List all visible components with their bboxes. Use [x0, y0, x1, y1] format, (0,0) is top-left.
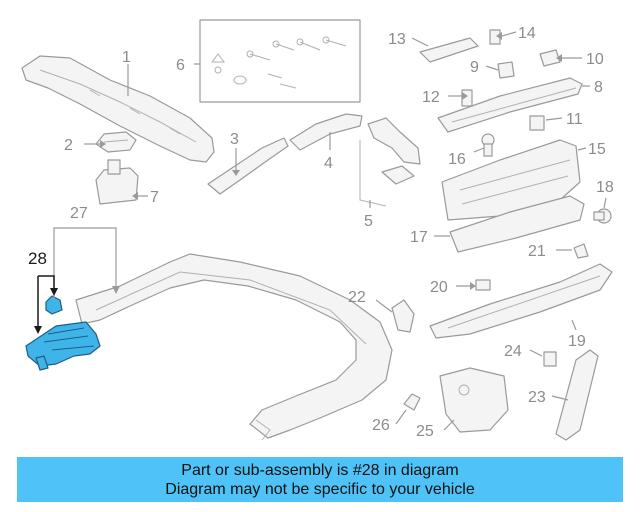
- callout-24: 24: [504, 343, 522, 360]
- callout-7: 7: [150, 189, 159, 206]
- part-8-rear-bar: [437, 77, 583, 133]
- callout-21: 21: [528, 243, 546, 260]
- part-7-mount-block: [95, 159, 139, 205]
- callout-3: 3: [230, 131, 239, 148]
- callout-4: 4: [324, 155, 333, 172]
- callout-8: 8: [594, 79, 603, 96]
- banner-line-disclaimer: Diagram may not be specific to your vehi…: [165, 480, 475, 498]
- part-11-clip: [529, 115, 545, 131]
- part-6-fastener-kit: [199, 19, 361, 103]
- part-13-trim-piece: [419, 37, 479, 63]
- part-16-bolt: [481, 133, 495, 157]
- part-27-top-frame: [75, 253, 393, 441]
- callout-16: 16: [448, 151, 466, 168]
- part-28-latch-bracket-highlighted: [25, 295, 101, 371]
- part-17-lower-panel: [449, 195, 585, 253]
- callout-26: 26: [372, 417, 390, 434]
- callout-20: 20: [430, 279, 448, 296]
- part-19-side-rail: [429, 263, 613, 339]
- callout-18: 18: [596, 179, 614, 196]
- banner-line-part-number: Part or sub-assembly is #28 in diagram: [181, 461, 459, 479]
- callout-25: 25: [416, 423, 434, 440]
- callout-27: 27: [70, 205, 88, 222]
- part-18-bolt: [593, 208, 612, 224]
- leader-lines: [53, 31, 607, 431]
- part-22-bracket: [391, 299, 415, 333]
- callout-10: 10: [586, 51, 604, 68]
- callout-17: 17: [410, 229, 428, 246]
- callout-13: 13: [388, 31, 406, 48]
- part-4-rail: [289, 113, 363, 151]
- callout-labels: 1 2 3 4 5 6 7 8 9 10 11 12 13 14 15 16 1…: [28, 25, 614, 440]
- callout-12: 12: [422, 89, 440, 106]
- part-25-panel: [439, 367, 509, 433]
- callout-23: 23: [528, 389, 546, 406]
- callout-15: 15: [588, 141, 606, 158]
- callout-11: 11: [566, 111, 583, 128]
- part-5-hinge-arm: [359, 117, 421, 207]
- part-20-bolt: [475, 279, 491, 291]
- callout-6: 6: [176, 57, 185, 74]
- part-23-side-strip: [555, 349, 599, 441]
- part-10-clip: [539, 49, 561, 67]
- part-9-clip: [497, 61, 515, 79]
- callout-14: 14: [518, 25, 536, 42]
- part-info-banner: Part or sub-assembly is #28 in diagram D…: [17, 457, 623, 502]
- part-21-bolt: [573, 243, 589, 259]
- callout-1: 1: [122, 49, 131, 66]
- callout-2: 2: [64, 137, 73, 154]
- part-28-leader-lines: [34, 275, 58, 334]
- callout-28-highlighted: 28: [28, 249, 47, 268]
- part-26-bolt: [403, 393, 421, 411]
- callout-9: 9: [470, 59, 479, 76]
- part-3-pillar-trim: [207, 137, 289, 195]
- part-1-header-bow: [21, 55, 215, 163]
- exploded-parts-diagram: 1 2 3 4 5 6 7 8 9 10 11 12 13 14 15 16 1…: [21, 19, 614, 441]
- part-2-bracket: [95, 131, 137, 153]
- part-24-bolt: [543, 351, 557, 367]
- callout-22: 22: [348, 289, 366, 306]
- callout-5: 5: [364, 213, 373, 230]
- part-15-rear-panel: [441, 139, 581, 221]
- callout-19: 19: [568, 333, 586, 350]
